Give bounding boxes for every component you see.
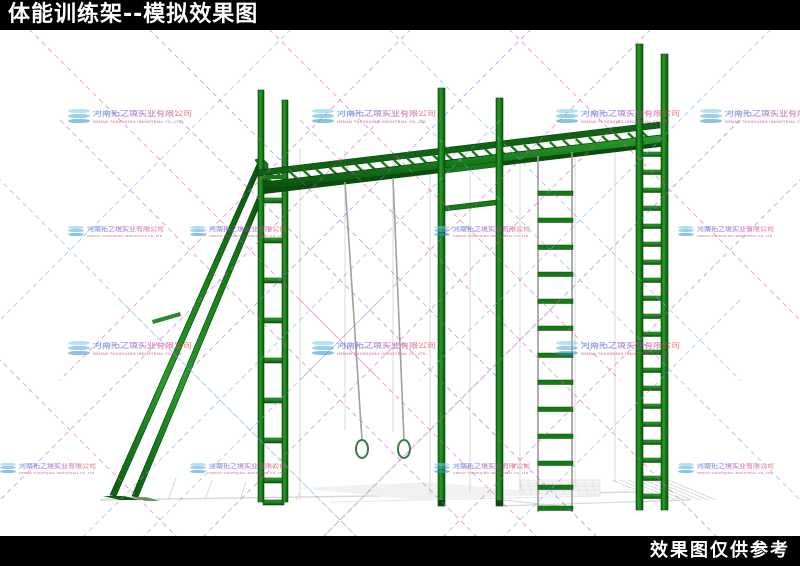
rope-ladder bbox=[537, 152, 574, 512]
left-vertical-ladder bbox=[257, 89, 289, 506]
right-vertical-ladder bbox=[635, 43, 669, 511]
training-rig-illustration bbox=[99, 43, 717, 512]
title-bar: 体能训练架--模拟效果图 bbox=[0, 0, 800, 30]
top-horizontal-ladder bbox=[257, 121, 669, 194]
ground-shadows bbox=[99, 477, 717, 507]
disclaimer-note: 效果图仅供参考 bbox=[650, 540, 790, 561]
product-render-scene bbox=[0, 30, 800, 536]
page-title: 体能训练架--模拟效果图 bbox=[8, 2, 259, 27]
diagonal-ramp bbox=[103, 158, 274, 501]
gym-rings bbox=[344, 177, 411, 459]
perspective-guides bbox=[299, 130, 616, 500]
footer-bar: 效果图仅供参考 bbox=[0, 536, 800, 566]
